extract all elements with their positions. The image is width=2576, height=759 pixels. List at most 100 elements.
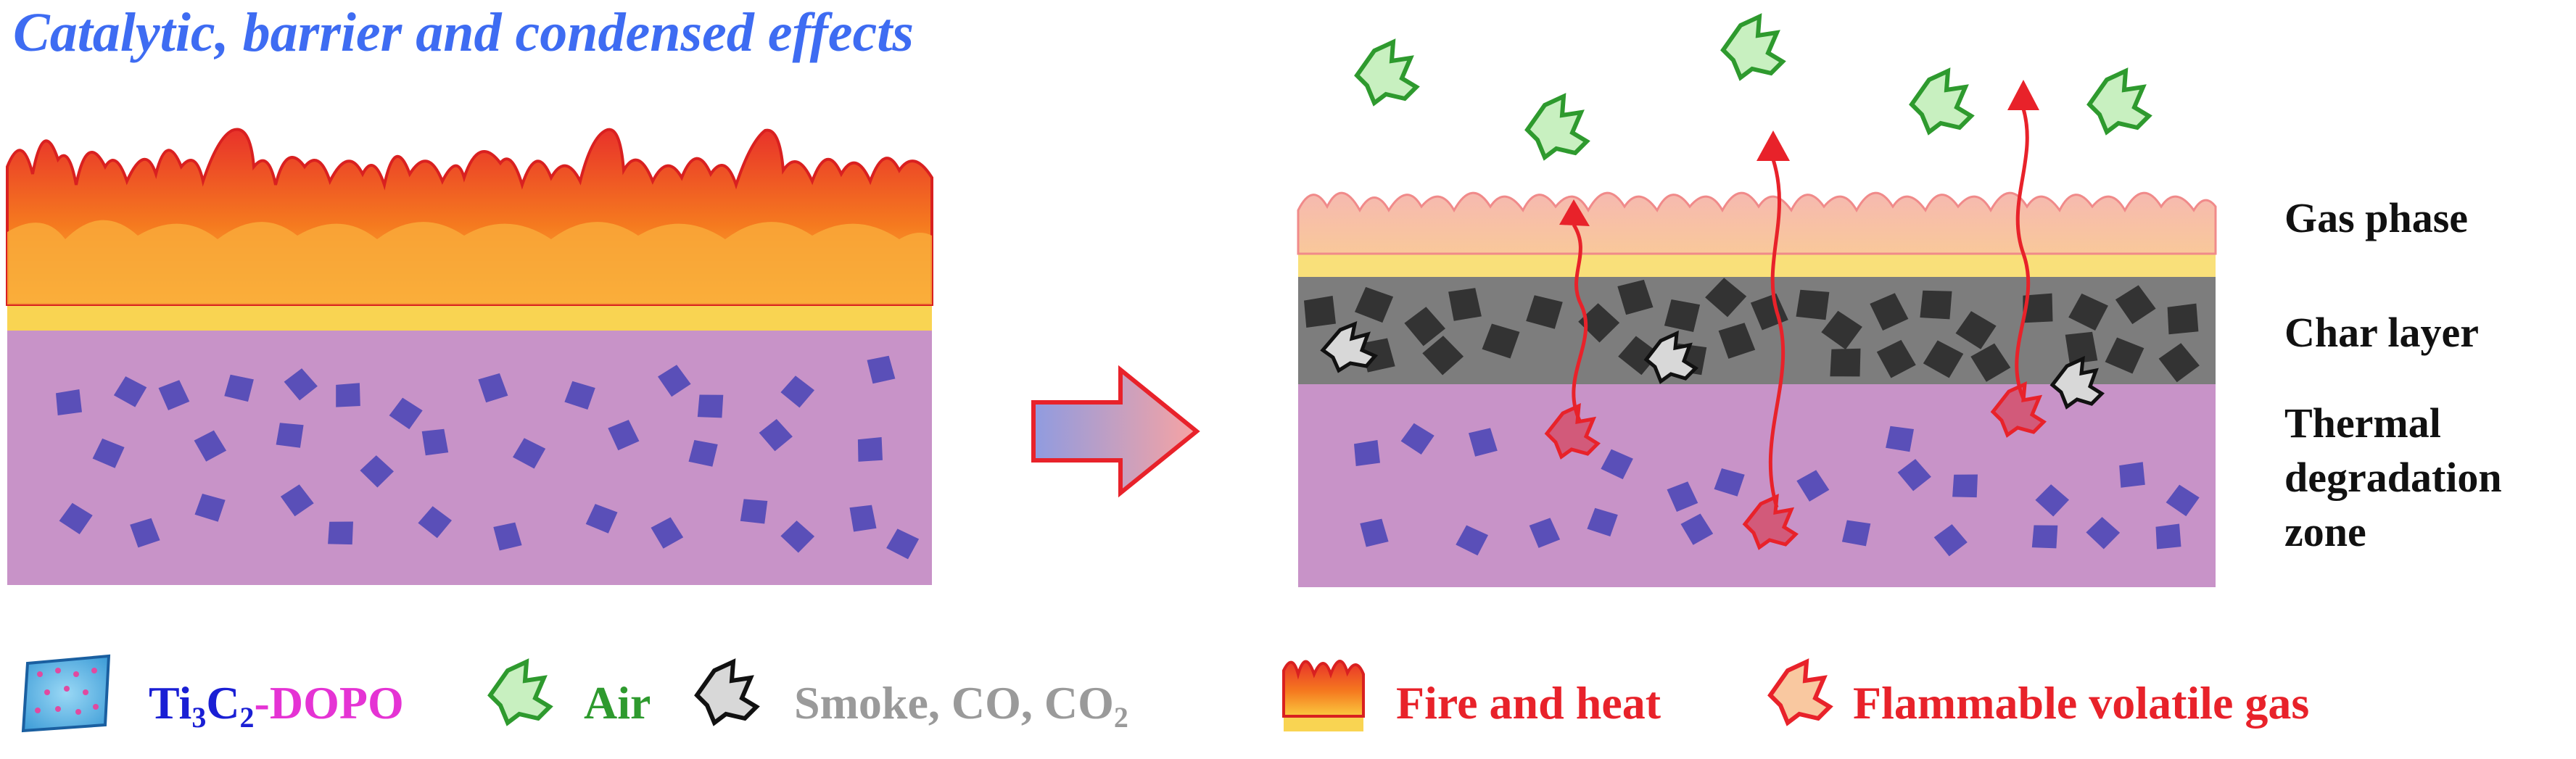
ti3c2-particle [59, 502, 93, 534]
ti3c2-particle [1933, 524, 1968, 557]
char-block [2065, 331, 2098, 365]
char-block [1304, 296, 1336, 328]
char-block [1422, 336, 1464, 376]
ti3c2-particle [194, 494, 226, 522]
legend-dopo: DOPO [269, 677, 404, 729]
ti3c2-particle [513, 438, 546, 469]
air-icon [487, 658, 553, 726]
ti3c2-particle [421, 428, 449, 456]
ti3c2-particle [697, 394, 724, 418]
legend-ti3c2-dopo: Ti3C2-DOPO [149, 674, 404, 747]
ti3c2-particle [1456, 525, 1488, 556]
char-block [1355, 286, 1394, 323]
ti3c2-particle [780, 376, 814, 408]
legend-flammable: Flammable volatile gas [1853, 677, 2310, 729]
ti3c2-particle [1360, 518, 1389, 547]
ti3c2-particle [886, 528, 920, 560]
volatile-rise-arrow [1768, 159, 1786, 508]
ti3c2-particle [2086, 517, 2121, 549]
ti3c2-particles-right [1354, 423, 2200, 557]
smoke-icon [2049, 355, 2105, 410]
ti3c2-particle [2035, 484, 2069, 517]
char-block [2068, 293, 2108, 331]
thermal-degradation-zone [1298, 383, 2216, 587]
arrow-head [1559, 199, 1590, 226]
legend-smoke: Smoke, CO, CO2 [794, 674, 1128, 747]
char-block [2105, 337, 2144, 374]
smoke-icon [694, 658, 760, 726]
ti3c2-particle [1680, 513, 1714, 545]
label-thermal: Thermal [2284, 399, 2441, 447]
ti3c2-particle [780, 520, 815, 553]
flammable-gas-icon [1767, 658, 1833, 726]
volatile-rise-arrow [1572, 223, 1588, 422]
char-block [1578, 303, 1620, 343]
char-block [1404, 307, 1445, 347]
ti3c2-particle [1897, 459, 1931, 492]
ti3c2-particle [92, 438, 125, 468]
volatile-rise-arrow [2015, 108, 2031, 399]
label-gas-phase: Gas phase [2284, 194, 2469, 241]
gas-phase-flames [1297, 191, 2217, 255]
legend-c: C [206, 677, 240, 729]
ti3c2-particle [1400, 423, 1434, 455]
ti3c2-dopo-icon [21, 654, 111, 733]
ti3c2-particle [688, 440, 718, 467]
ti3c2-particle [1354, 440, 1380, 466]
char-blocks [1304, 278, 2200, 383]
label-char-layer: Char layer [2284, 309, 2479, 356]
ti3c2-particle [493, 522, 522, 551]
arrow-head [1756, 130, 1790, 161]
ti3c2-particle [389, 397, 423, 430]
ti3c2-particle [585, 504, 618, 534]
label-zone: zone [2284, 508, 2366, 555]
legend-hyphen: - [254, 677, 270, 729]
char-block [1664, 299, 1701, 332]
flammable-gas-icon [1742, 493, 1799, 550]
smoke-icon [1320, 320, 1379, 373]
char-block [2167, 303, 2199, 335]
smoke-icon [1643, 330, 1698, 384]
ti3c2-particle [1714, 468, 1745, 497]
legend-air: Air [584, 677, 651, 729]
polymer-matrix-left [7, 328, 932, 585]
fire-left-inner [7, 220, 932, 304]
ti3c2-particle [658, 365, 691, 397]
ti3c2-particle [276, 423, 304, 448]
char-block [1617, 279, 1654, 315]
ti3c2-particle [1529, 518, 1561, 548]
char-block [1920, 290, 1952, 320]
arrow-right-icon [1031, 365, 1200, 498]
ti3c2-particle [478, 373, 508, 403]
legend [21, 654, 1833, 733]
ti3c2-particle [284, 368, 318, 401]
air-pieces [1354, 13, 2152, 161]
air-icon [1354, 38, 1420, 107]
char-block [1718, 323, 1756, 359]
ti3c2-particle [1667, 481, 1698, 512]
char-block [1448, 288, 1482, 321]
ti3c2-particle [1886, 426, 1914, 452]
char-block [2158, 343, 2200, 383]
ti3c2-particle [1841, 520, 1871, 547]
ti3c2-particle [651, 517, 684, 549]
ti3c2-particle [759, 419, 793, 452]
ti3c2-particle [608, 420, 640, 451]
char-block [1876, 339, 1916, 378]
ti3c2-particle [418, 506, 452, 539]
char-block [1923, 340, 1964, 378]
ti3c2-particle [849, 505, 877, 532]
air-icon [2086, 67, 2152, 136]
left-panel [6, 128, 933, 585]
char-block [2023, 293, 2053, 323]
legend-ti-sub: 3 [191, 701, 207, 734]
ti3c2-particle [280, 484, 314, 517]
ti3c2-particle [328, 521, 353, 545]
char-block [2115, 285, 2156, 325]
ti3c2-particle [740, 499, 768, 524]
char-block [1830, 348, 1861, 377]
ti3c2-particle [130, 518, 160, 548]
legend-smoke-text: Smoke, CO, CO [794, 677, 1114, 729]
char-block [1618, 336, 1660, 376]
